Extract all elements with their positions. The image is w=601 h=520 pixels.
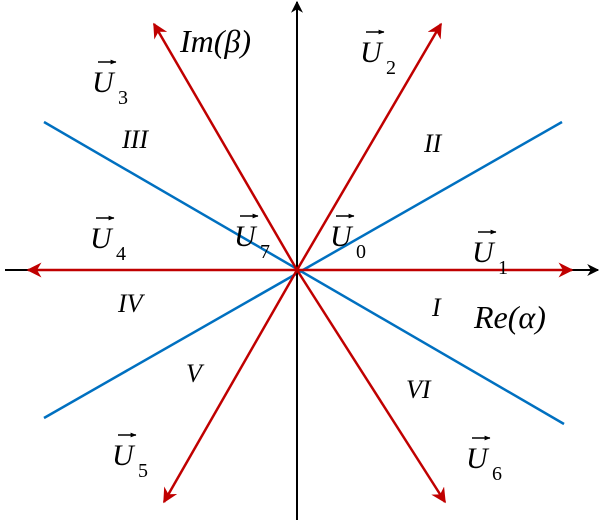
svg-text:U: U [472, 236, 496, 269]
vector-u2 [295, 22, 443, 271]
sector-label-v: V [186, 359, 205, 388]
svg-text:U: U [92, 66, 116, 99]
svg-text:1: 1 [498, 257, 508, 279]
svg-text:U: U [112, 439, 136, 472]
svg-text:U: U [360, 36, 384, 69]
sector-label-iv: IV [117, 289, 146, 318]
svg-text:U: U [234, 220, 258, 253]
svg-text:U: U [330, 220, 354, 253]
vector-u3 [152, 22, 299, 271]
svg-text:4: 4 [116, 243, 126, 265]
vector-u5 [162, 269, 299, 504]
svg-text:5: 5 [138, 460, 148, 482]
svg-text:7: 7 [260, 241, 270, 263]
svg-text:0: 0 [356, 241, 366, 263]
sector-label-ii: II [423, 129, 443, 158]
svg-text:6: 6 [492, 463, 502, 485]
svg-text:3: 3 [118, 87, 128, 109]
svg-text:U: U [466, 442, 490, 475]
sector-label-i: I [431, 293, 442, 322]
sector-label-iii: III [121, 125, 149, 154]
vector-u6 [295, 269, 447, 504]
svg-text:2: 2 [386, 57, 396, 79]
imag-axis-label: Im(β) [179, 23, 251, 59]
sector-boundary-line [43, 120, 565, 426]
svg-text:U: U [90, 222, 114, 255]
sector-label-vi: VI [406, 375, 432, 404]
real-axis-label: Re(α) [473, 299, 546, 335]
